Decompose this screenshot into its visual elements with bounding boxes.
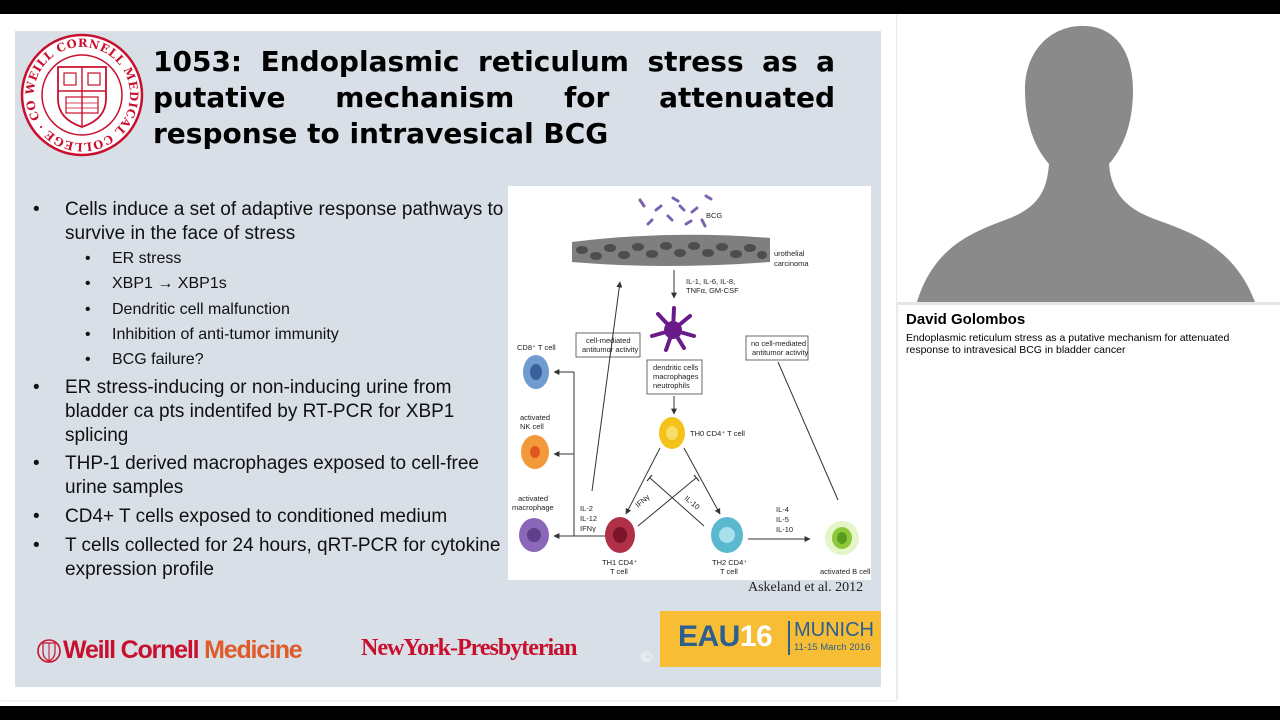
label-th1-t-cell: T cell: [610, 567, 628, 576]
label-bcg: BCG: [706, 211, 722, 220]
label-no-cell-mediated: no cell-mediated: [751, 339, 806, 348]
speaker-photo-placeholder: [897, 14, 1280, 303]
label-carcinoma: carcinoma: [774, 259, 809, 268]
label-antitumor-activity: antitumor activity: [582, 345, 639, 354]
label-il5: IL-5: [776, 515, 789, 524]
speaker-divider: [897, 302, 1280, 305]
label-no-antitumor-activity: antitumor activity: [752, 348, 809, 357]
slide-frame[interactable]: WEILL CORNELL MEDICAL COLLEGE · CORNELL …: [0, 14, 897, 700]
label-macrophages: macrophages: [653, 372, 699, 381]
label-il12: IL-12: [580, 514, 597, 523]
eau16-munich-badge: EAU16 MUNICH 11-15 March 2016: [660, 611, 881, 667]
speaker-name: David Golombos: [906, 311, 1026, 328]
label-nk-cell: NK cell: [520, 422, 544, 431]
label-il10-right: IL-10: [776, 525, 793, 534]
label-cell-mediated: cell-mediated: [586, 336, 631, 345]
label-urothelial: urothelial: [774, 249, 805, 258]
bcg-bacteria-icon: [638, 194, 713, 228]
label-cytokines-line1: IL-1, IL-6, IL-8,: [686, 277, 735, 286]
label-dendritic: dendritic cells: [653, 363, 699, 372]
dendritic-cell-icon: [650, 306, 696, 352]
urothelial-carcinoma-layer-icon: [572, 234, 770, 266]
weill-cornell-medicine-wordmark: Weill Cornell Medicine: [63, 636, 303, 664]
speaker-silhouette-icon: [917, 25, 1255, 303]
label-il4: IL-4: [776, 505, 789, 514]
label-activated-macrophage: activated: [518, 494, 548, 503]
label-th1: TH1 CD4⁺: [602, 558, 637, 567]
slide: WEILL CORNELL MEDICAL COLLEGE · CORNELL …: [15, 31, 881, 687]
figure-citation: Askeland et al. 2012: [748, 580, 864, 595]
player-stage: WEILL CORNELL MEDICAL COLLEGE · CORNELL …: [0, 14, 1280, 706]
weill-cornell-seal-logo: WEILL CORNELL MEDICAL COLLEGE · CORNELL …: [18, 33, 144, 157]
label-th2: TH2 CD4⁺: [712, 558, 747, 567]
copyright-mark: ©: [641, 649, 653, 666]
presentation-description: Endoplasmic reticulum stress as a putati…: [906, 332, 1230, 356]
eau-city: MUNICH: [794, 619, 874, 641]
slide-title: 1053: Endoplasmic reticulum stress as a …: [153, 45, 835, 150]
label-th2-t-cell: T cell: [720, 567, 738, 576]
label-activated-b-cell: activated B cell: [820, 567, 871, 576]
label-neutrophils: neutrophils: [653, 381, 690, 390]
label-cytokines-line2: TNFα, GM-CSF: [686, 286, 739, 295]
newyork-presbyterian-wordmark: NewYork-Presbyterian: [361, 635, 578, 661]
label-activated-nk: activated: [520, 413, 550, 422]
bcg-immune-response-diagram: BCG urotheli: [508, 186, 871, 580]
label-th0-t-cell: TH0 CD4⁺ T cell: [690, 429, 745, 438]
eau-dates: 11-15 March 2016: [794, 642, 871, 653]
label-cd8-t-cell: CD8⁺ T cell: [517, 343, 556, 352]
label-ifng-left: IFNγ: [580, 524, 596, 533]
label-il2: IL-2: [580, 504, 593, 513]
activated-b-cell-icon: [825, 521, 859, 555]
weill-cornell-medicine-logo: [37, 639, 61, 663]
label-il10-mid: IL-10: [683, 494, 702, 512]
label-macrophage: macrophage: [512, 503, 554, 512]
